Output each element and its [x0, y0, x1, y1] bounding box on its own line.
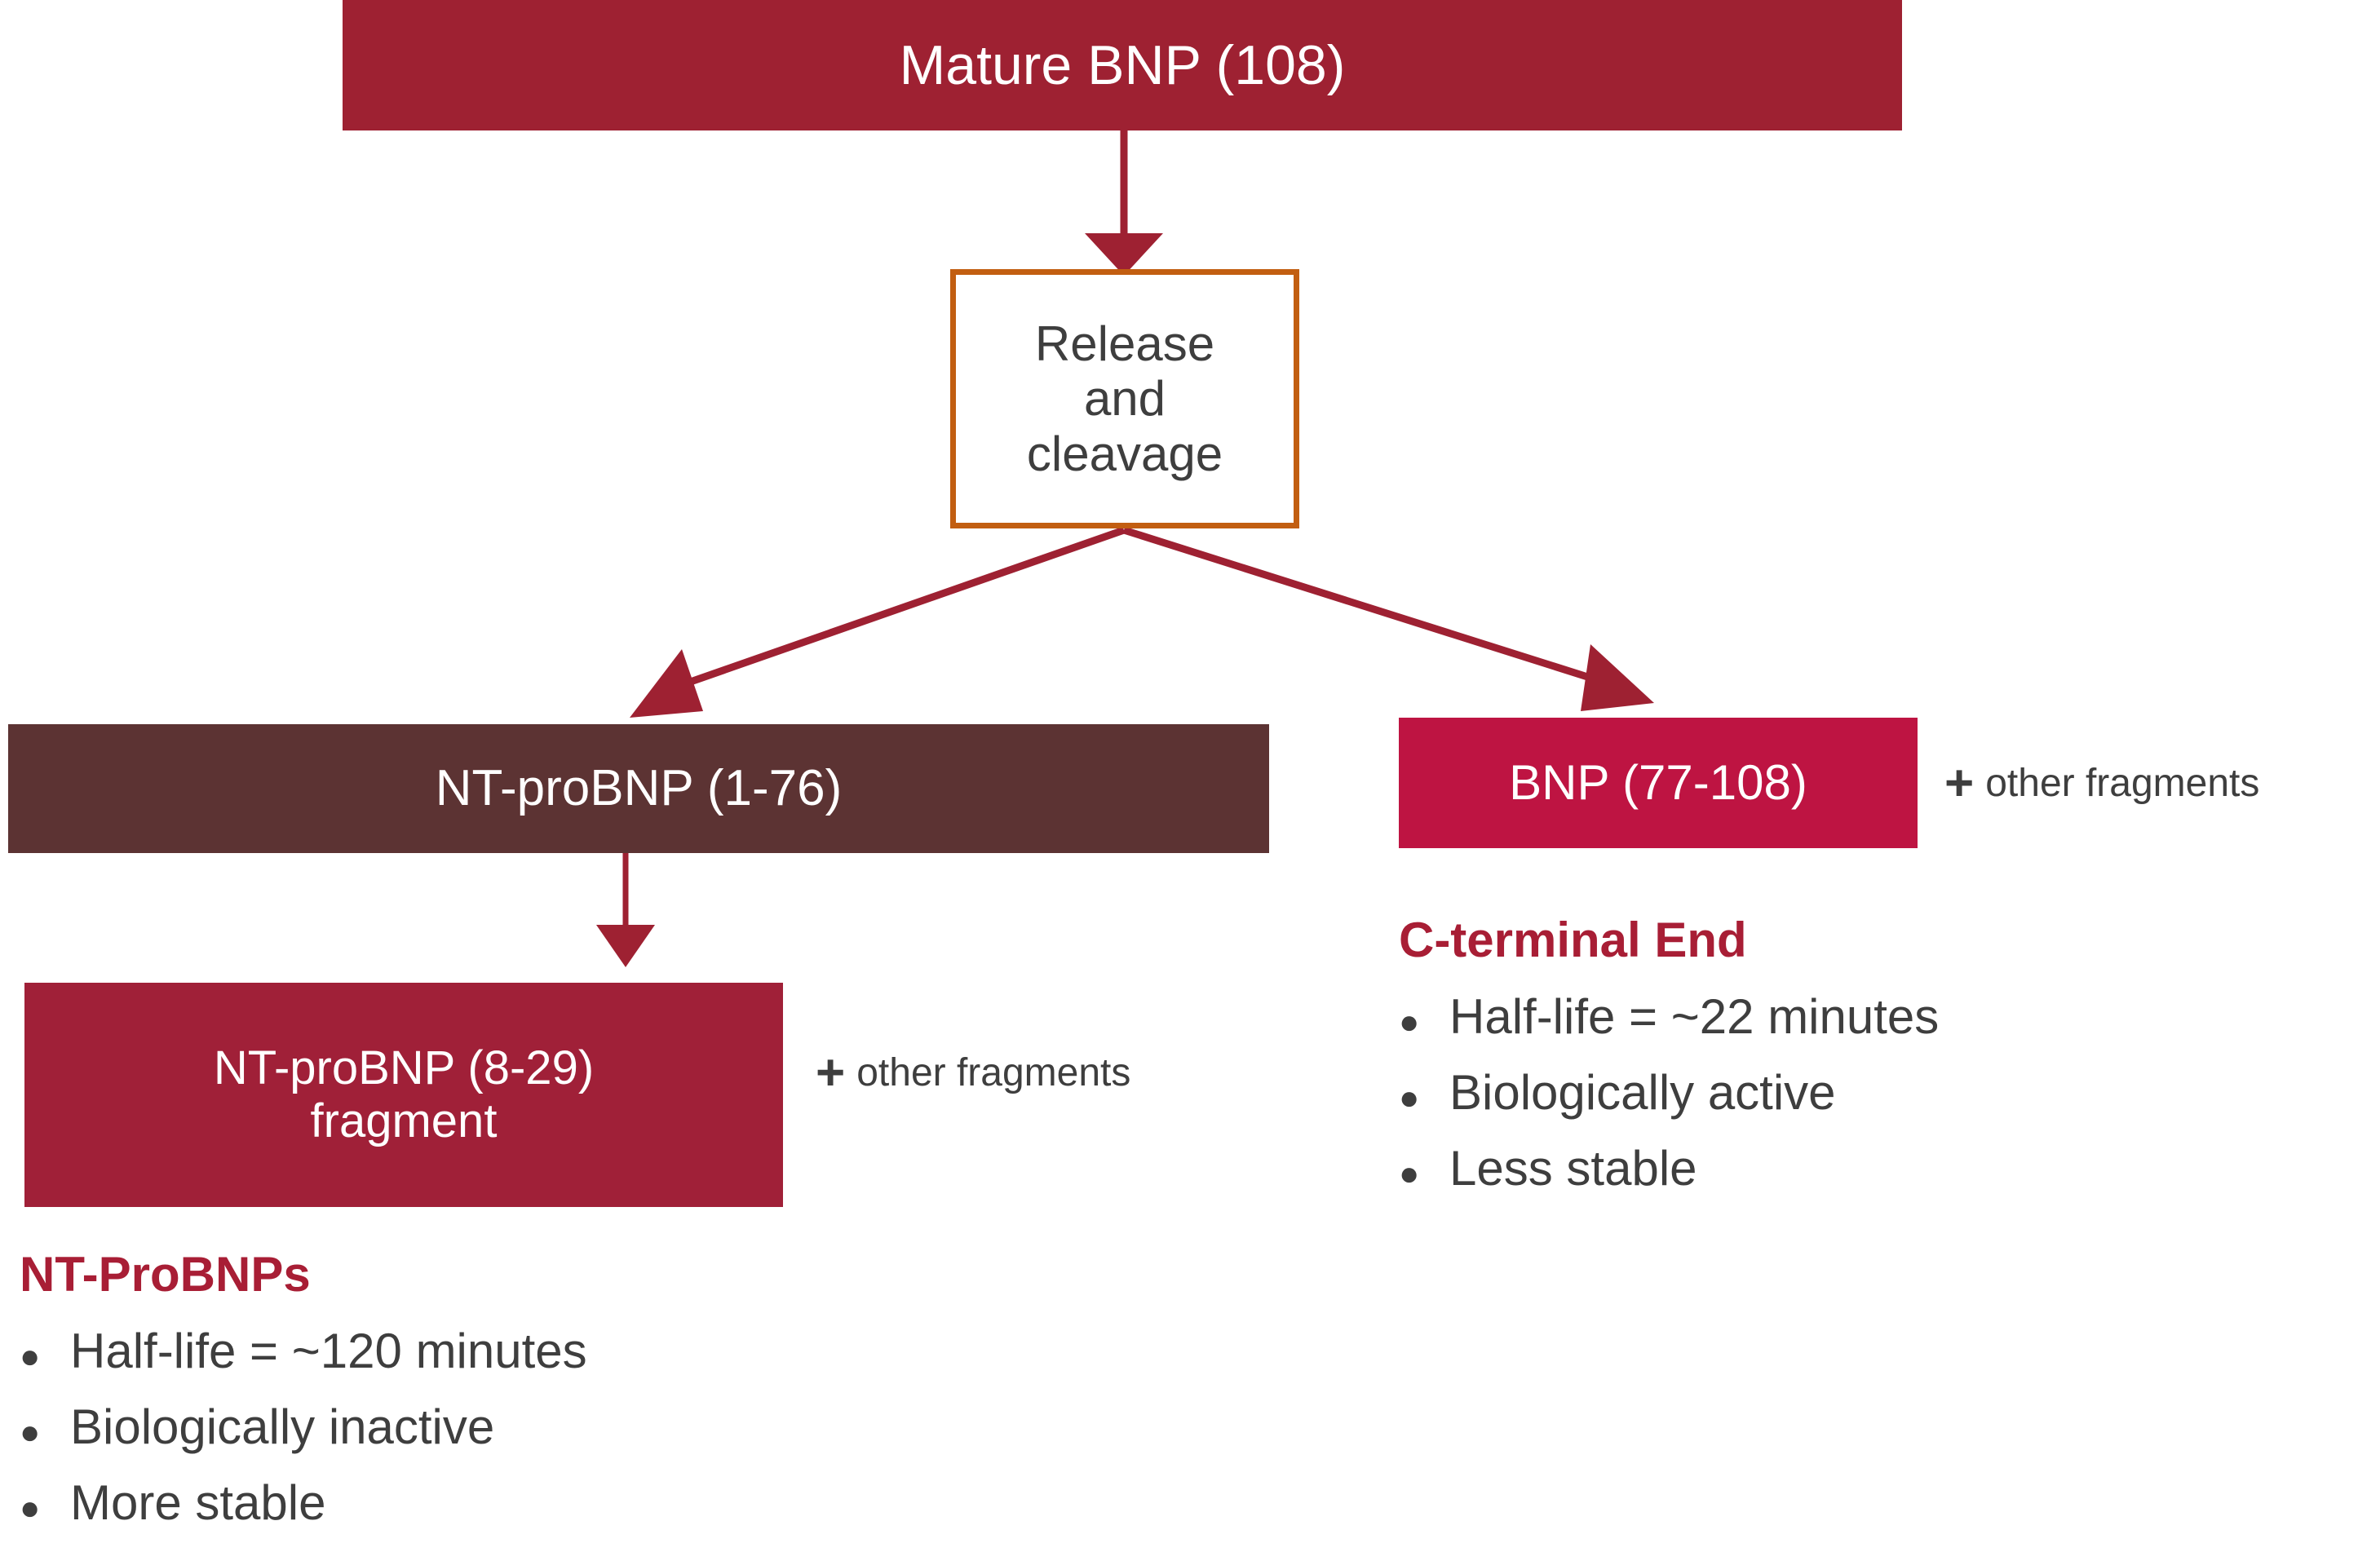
bullet-dot-icon: ●	[20, 1488, 41, 1527]
list-item: ● More stable	[20, 1465, 587, 1541]
node-nt-probnp-8-29-line-2: fragment	[310, 1094, 498, 1147]
arrow-release-to-ntprobnp	[630, 526, 1126, 718]
node-release-and-cleavage: Release and cleavage	[950, 269, 1299, 528]
arrow-mature-to-release	[1085, 130, 1163, 276]
node-mature-bnp-label: Mature BNP (108)	[899, 33, 1346, 96]
list-item: ● Half-life = ~120 minutes	[20, 1313, 587, 1389]
plus-icon: +	[816, 1045, 846, 1101]
bullet-dot-icon: ●	[20, 1337, 41, 1375]
list-item-label: Biologically active	[1449, 1065, 1836, 1120]
list-item-label: Half-life = ~120 minutes	[70, 1324, 587, 1378]
node-nt-probnp-1-76-label: NT-proBNP (1-76)	[435, 760, 843, 817]
node-release-line-2: and	[1083, 371, 1166, 427]
nt-probnps-heading: NT-ProBNPs	[20, 1247, 311, 1302]
c-terminal-bullet-list: ● Half-life = ~22 minutes ● Biologically…	[1399, 979, 1939, 1206]
list-item: ● Biologically active	[1399, 1054, 1939, 1130]
node-nt-probnp-8-29-text: NT-proBNP (8-29) fragment	[213, 1041, 595, 1148]
list-item-label: Biologically inactive	[70, 1399, 495, 1454]
annotation-nt-probnps: NT-ProBNPs ● Half-life = ~120 minutes ● …	[20, 1248, 587, 1541]
list-item-label: Half-life = ~22 minutes	[1449, 989, 1940, 1044]
bnp-other-fragments-note: + other fragments	[1944, 758, 2259, 809]
ntprobnp-other-fragments-text: other fragments	[856, 1051, 1131, 1094]
plus-icon: +	[1944, 755, 1975, 811]
c-terminal-heading: C-terminal End	[1399, 913, 1747, 967]
bullet-dot-icon: ●	[1399, 1154, 1420, 1192]
list-item-label: Less stable	[1449, 1141, 1697, 1196]
node-nt-probnp-1-76: NT-proBNP (1-76)	[8, 724, 1269, 853]
list-item: ● Biologically inactive	[20, 1389, 587, 1465]
node-release-line-1: Release	[1034, 316, 1215, 372]
list-item-label: More stable	[70, 1475, 326, 1530]
node-nt-probnp-8-29-fragment: NT-proBNP (8-29) fragment	[24, 983, 783, 1207]
annotation-c-terminal-end: C-terminal End ● Half-life = ~22 minutes…	[1399, 913, 1939, 1206]
arrow-release-to-bnp	[1122, 526, 1654, 711]
bullet-dot-icon: ●	[1399, 1078, 1420, 1116]
list-item: ● Half-life = ~22 minutes	[1399, 979, 1939, 1054]
arrow-ntprobnp-to-fragment	[596, 853, 655, 967]
node-release-and-cleavage-text: Release and cleavage	[1027, 316, 1223, 481]
list-item: ● Less stable	[1399, 1130, 1939, 1206]
node-bnp-77-108-label: BNP (77-108)	[1509, 755, 1807, 811]
node-release-line-3: cleavage	[1026, 426, 1223, 481]
bnp-other-fragments-text: other fragments	[1985, 762, 2260, 805]
nt-probnps-bullet-list: ● Half-life = ~120 minutes ● Biologicall…	[20, 1313, 587, 1541]
node-nt-probnp-8-29-line-1: NT-proBNP (8-29)	[213, 1041, 595, 1094]
node-mature-bnp: Mature BNP (108)	[343, 0, 1902, 130]
bullet-dot-icon: ●	[20, 1413, 41, 1451]
ntprobnp-other-fragments-note: + other fragments	[816, 1048, 1130, 1099]
node-bnp-77-108: BNP (77-108)	[1399, 718, 1918, 848]
bullet-dot-icon: ●	[1399, 1002, 1420, 1041]
